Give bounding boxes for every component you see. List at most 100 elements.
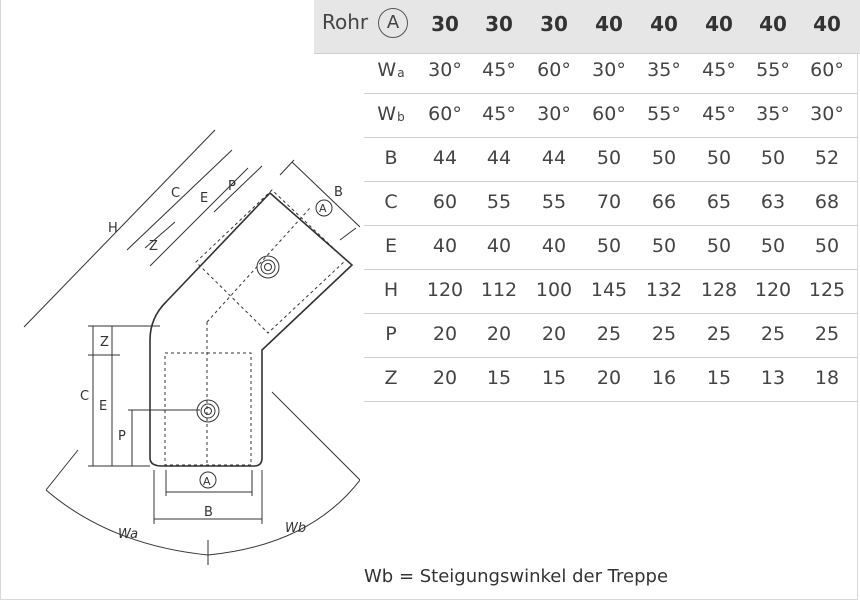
table-cell: 45° xyxy=(482,59,516,81)
table-cell: 30° xyxy=(810,103,844,125)
body-outline xyxy=(149,191,354,467)
row-divider xyxy=(364,313,858,314)
row-label: B xyxy=(362,147,420,169)
table-cell: 45° xyxy=(482,103,516,125)
row-divider xyxy=(364,225,858,226)
row-divider xyxy=(364,357,858,358)
row-label-text: P xyxy=(385,323,397,345)
table-cell: 145 xyxy=(590,279,628,301)
table-cell: 125 xyxy=(808,279,846,301)
table-cell: 50 xyxy=(651,235,677,257)
table-cell: 65 xyxy=(706,191,732,213)
row-label-text: H xyxy=(383,279,399,301)
table-cell: 55° xyxy=(756,59,790,81)
row-label: Wb xyxy=(362,103,420,125)
table-cell: 120 xyxy=(426,279,464,301)
dim-label-C-left: C xyxy=(80,389,89,404)
connector-drawing: H C E P B Z Z C E P A A B Wa Wb xyxy=(23,129,360,565)
header-column-0: 30 xyxy=(431,12,459,36)
table-cell: 44 xyxy=(432,147,458,169)
dim-label-B-top: B xyxy=(334,185,343,200)
table-cell: 50 xyxy=(706,235,732,257)
table-cell: 52 xyxy=(814,147,840,169)
table-cell: 50 xyxy=(760,235,786,257)
angle-label-Wb: Wb xyxy=(285,521,306,536)
rohr-symbol-circle: A xyxy=(378,8,408,38)
table-cell: 30° xyxy=(428,59,462,81)
table-cell: 13 xyxy=(760,367,786,389)
table-cell: 50 xyxy=(706,147,732,169)
table-cell: 44 xyxy=(541,147,567,169)
table-cell: 55° xyxy=(647,103,681,125)
row-divider xyxy=(364,269,858,270)
table-cell: 68 xyxy=(814,191,840,213)
table-cell: 100 xyxy=(535,279,573,301)
table-cell: 50 xyxy=(760,147,786,169)
table-cell: 20 xyxy=(432,323,458,345)
table-cell: 25 xyxy=(596,323,622,345)
table-cell: 35° xyxy=(756,103,790,125)
table-cell: 60 xyxy=(432,191,458,213)
dim-label-B-bottom: B xyxy=(204,505,213,520)
table-cell: 35° xyxy=(647,59,681,81)
table-cell: 132 xyxy=(645,279,683,301)
table-cell: 30° xyxy=(537,103,571,125)
table-cell: 112 xyxy=(480,279,518,301)
table-cell: 50 xyxy=(596,235,622,257)
table-cell: 63 xyxy=(760,191,786,213)
table-cell: 20 xyxy=(486,323,512,345)
row-label-text: W xyxy=(377,59,397,81)
row-label-subscript: b xyxy=(397,110,405,124)
table-cell: 15 xyxy=(541,367,567,389)
table-cell: 25 xyxy=(706,323,732,345)
row-divider xyxy=(364,181,858,182)
header-column-7: 40 xyxy=(813,12,841,36)
table-cell: 20 xyxy=(541,323,567,345)
row-label-text: Z xyxy=(384,367,398,389)
table-cell: 128 xyxy=(700,279,738,301)
dim-label-A-bottom: A xyxy=(203,475,211,488)
table-cell: 44 xyxy=(486,147,512,169)
table-cell: 50 xyxy=(814,235,840,257)
table-cell: 40 xyxy=(486,235,512,257)
row-label-subscript: a xyxy=(397,66,405,80)
dim-label-P-top: P xyxy=(228,179,236,194)
row-divider xyxy=(364,93,858,94)
dim-label-C-top: C xyxy=(171,186,180,201)
table-cell: 25 xyxy=(651,323,677,345)
row-label-text: B xyxy=(384,147,398,169)
lower-socket-hidden xyxy=(164,352,252,466)
table-cell: 16 xyxy=(651,367,677,389)
table-cell: 18 xyxy=(814,367,840,389)
table-cell: 45° xyxy=(702,103,736,125)
table-cell: 55 xyxy=(486,191,512,213)
header-column-4: 40 xyxy=(650,12,678,36)
row-label: Z xyxy=(362,367,420,389)
header-column-3: 40 xyxy=(595,12,623,36)
table-cell: 60° xyxy=(810,59,844,81)
dim-label-Z-top: Z xyxy=(149,239,158,254)
header-column-1: 30 xyxy=(485,12,513,36)
table-cell: 60° xyxy=(592,103,626,125)
table-cell: 40 xyxy=(432,235,458,257)
table-cell: 60° xyxy=(537,59,571,81)
table-cell: 20 xyxy=(432,367,458,389)
header-column-6: 40 xyxy=(759,12,787,36)
header-rohr-label: Rohr xyxy=(322,10,369,34)
table-cell: 50 xyxy=(596,147,622,169)
row-label-text: W xyxy=(377,103,397,125)
dim-label-P-left: P xyxy=(118,429,126,444)
row-label: Wa xyxy=(362,59,420,81)
table-cell: 60° xyxy=(428,103,462,125)
table-cell: 55 xyxy=(541,191,567,213)
table-cell: 20 xyxy=(596,367,622,389)
table-cell: 120 xyxy=(754,279,792,301)
row-divider xyxy=(364,137,858,138)
row-label-text: E xyxy=(384,235,397,257)
table-cell: 45° xyxy=(702,59,736,81)
table-cell: 50 xyxy=(651,147,677,169)
dim-label-H: H xyxy=(108,221,118,236)
dim-label-E-left: E xyxy=(99,399,107,414)
header-column-2: 30 xyxy=(540,12,568,36)
